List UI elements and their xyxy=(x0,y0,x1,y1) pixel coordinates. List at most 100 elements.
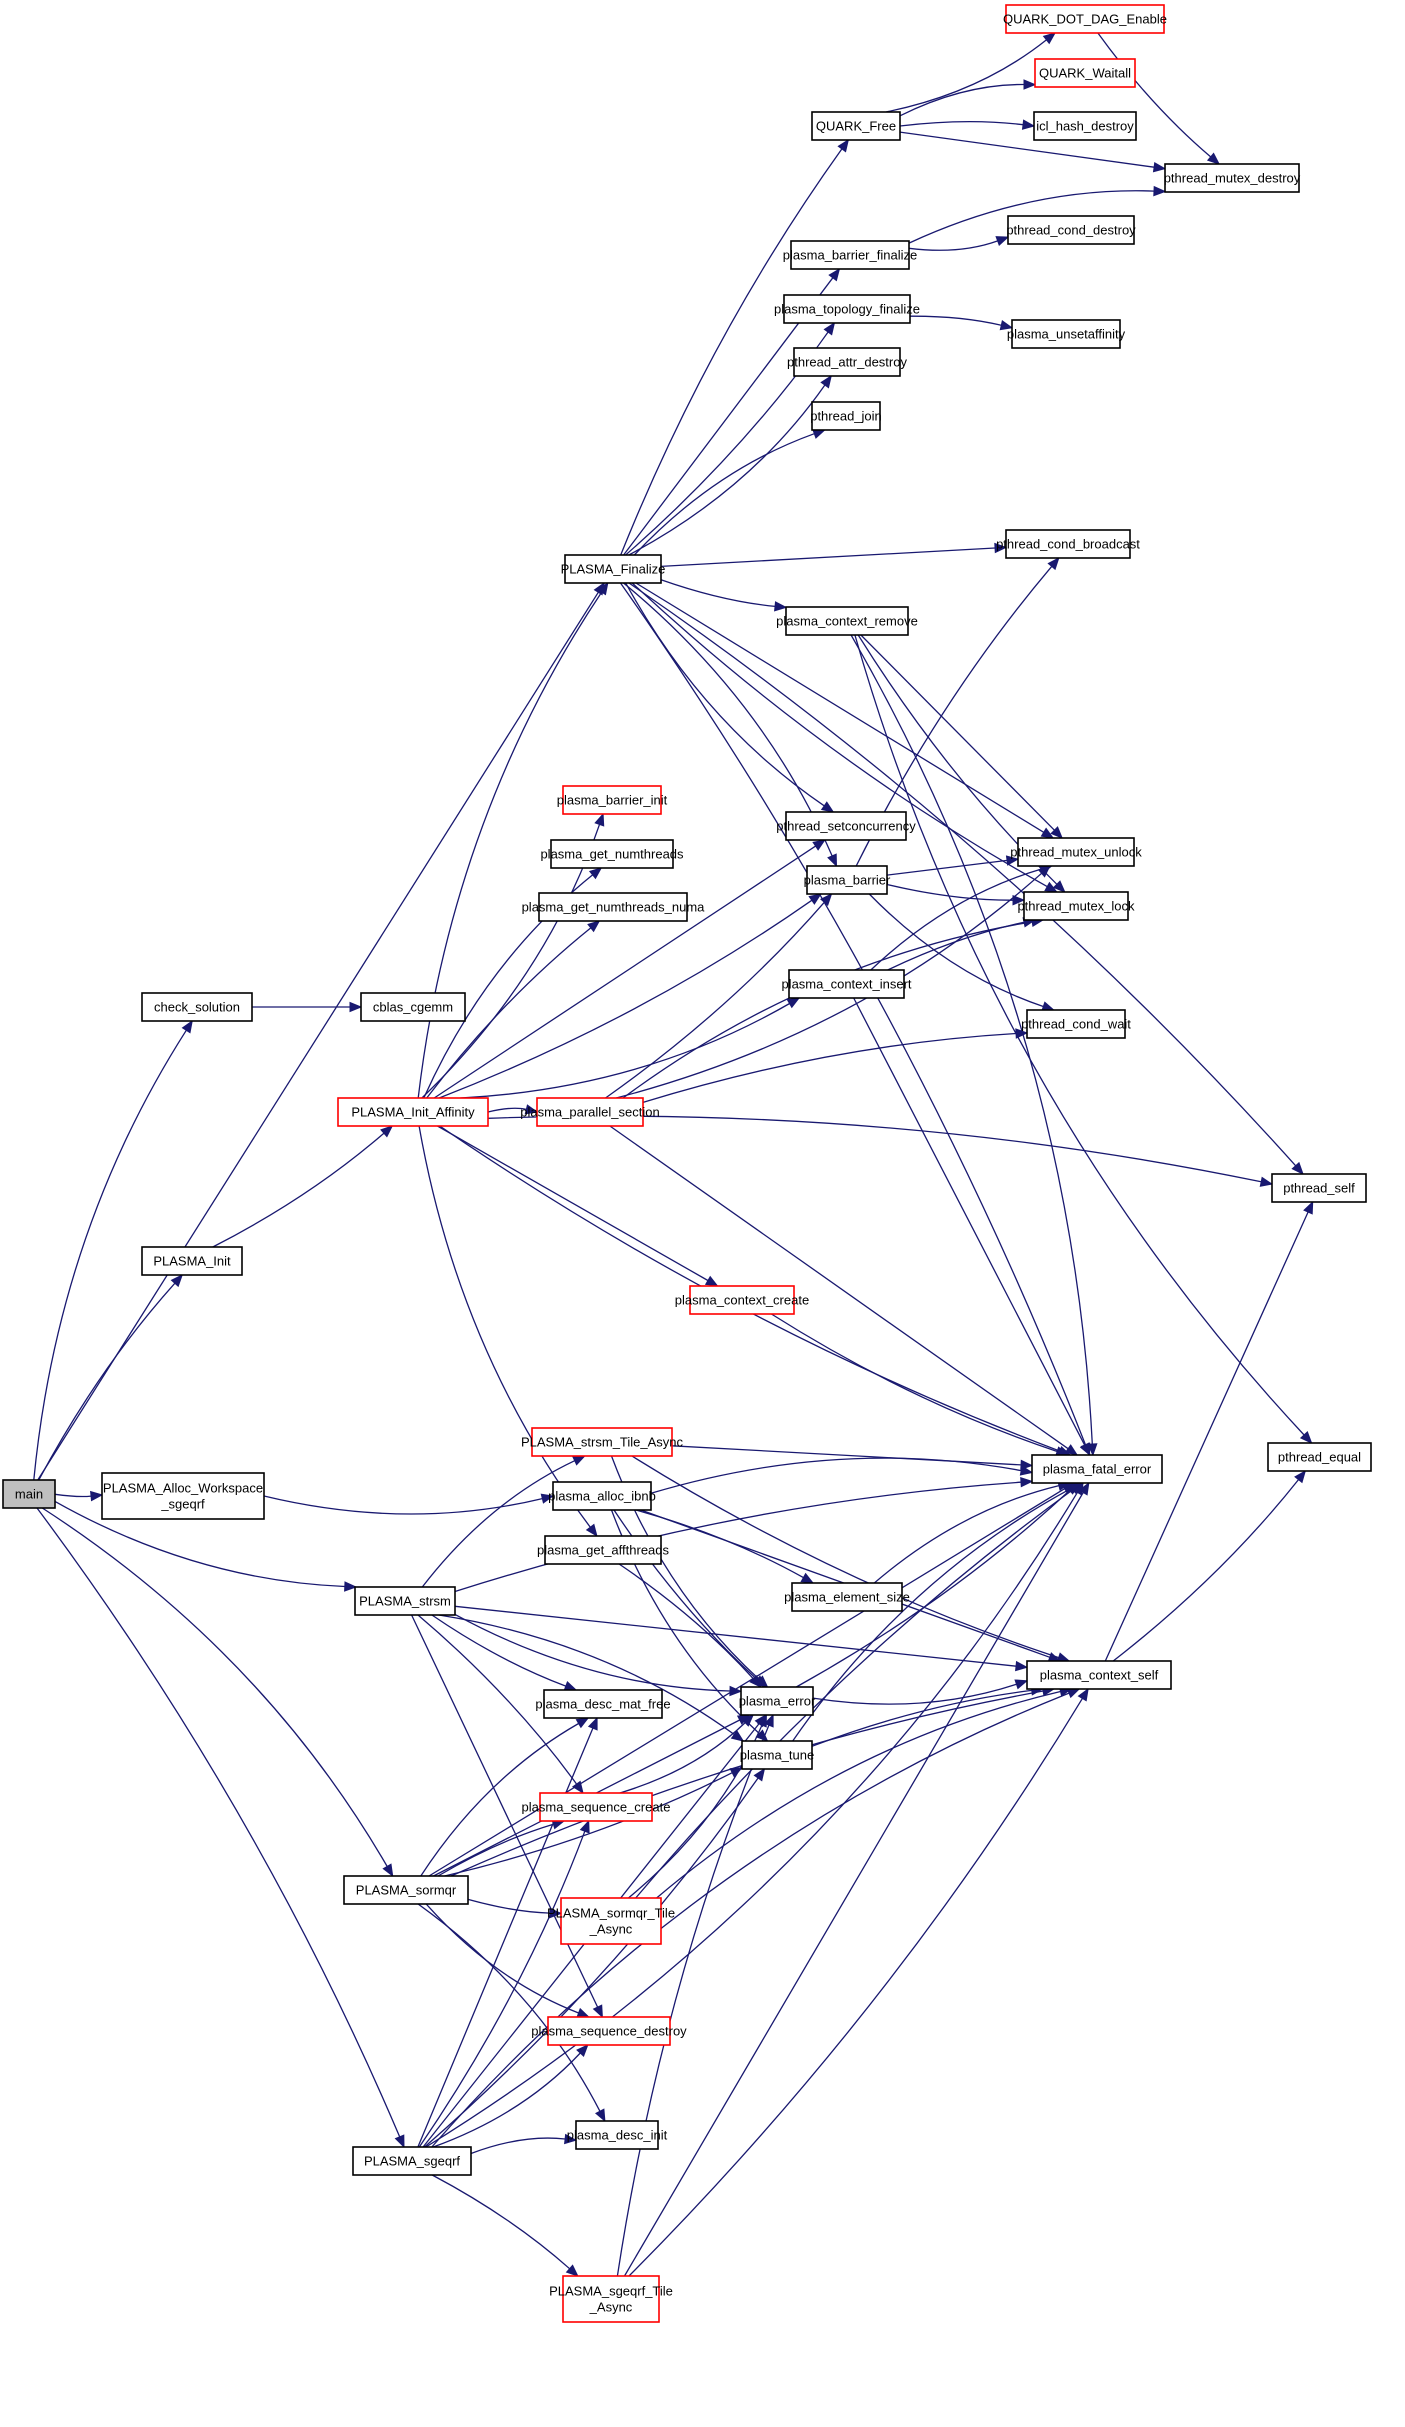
edge-main-to-PLASMA_Init xyxy=(38,1274,184,1481)
node-plasma_topology_finalize[interactable]: plasma_topology_finalize xyxy=(774,294,920,324)
edge-plasma_parallel_section-to-plasma_fatal_error xyxy=(609,1125,1079,1456)
node-plasma_desc_init[interactable]: plasma_desc_init xyxy=(567,2120,668,2150)
node-plasma_unsetaffinity[interactable]: plasma_unsetaffinity xyxy=(1007,319,1126,349)
node-plasma_barrier_finalize[interactable]: plasma_barrier_finalize xyxy=(783,240,917,270)
node-pthread_self[interactable]: pthread_self xyxy=(1271,1173,1367,1203)
node-QUARK_DOT_DAG_Enable[interactable]: QUARK_DOT_DAG_Enable xyxy=(1003,4,1167,34)
arrowhead-icon xyxy=(575,1717,590,1729)
edge-line xyxy=(854,634,1305,1436)
node-box xyxy=(791,1582,903,1612)
node-label: plasma_sequence_create xyxy=(522,1800,671,1815)
node-label: plasma_get_affthreads xyxy=(537,1543,670,1558)
arrowhead-icon xyxy=(820,893,833,907)
edge-main-to-PLASMA_Finalize xyxy=(37,581,605,1481)
edge-PLASMA_strsm-to-plasma_fatal_error xyxy=(454,1476,1034,1593)
node-PLASMA_Finalize[interactable]: PLASMA_Finalize xyxy=(561,554,666,584)
node-icl_hash_destroy[interactable]: icl_hash_destroy xyxy=(1033,111,1137,141)
node-PLASMA_sormqr[interactable]: PLASMA_sormqr xyxy=(343,1875,469,1905)
edge-line xyxy=(1097,32,1212,158)
node-QUARK_Waitall[interactable]: QUARK_Waitall xyxy=(1034,58,1136,88)
arrowhead-icon xyxy=(999,320,1014,331)
node-plasma_context_self[interactable]: plasma_context_self xyxy=(1026,1660,1172,1690)
node-PLASMA_Init_Affinity[interactable]: PLASMA_Init_Affinity xyxy=(337,1097,489,1127)
node-pthread_mutex_lock[interactable]: pthread_mutex_lock xyxy=(1017,891,1135,921)
node-label: plasma_get_numthreads xyxy=(540,847,684,862)
edge-PLASMA_Init_Affinity-to-plasma_barrier xyxy=(438,893,822,1099)
node-box xyxy=(793,347,901,377)
node-QUARK_Free[interactable]: QUARK_Free xyxy=(811,111,901,141)
node-plasma_tune[interactable]: plasma_tune xyxy=(740,1740,814,1770)
node-pthread_mutex_destroy[interactable]: pthread_mutex_destroy xyxy=(1164,163,1301,193)
node-label: plasma_get_numthreads_numa xyxy=(522,900,706,915)
arrowhead-icon xyxy=(823,321,836,336)
node-PLASMA_strsm[interactable]: PLASMA_strsm xyxy=(354,1586,456,1616)
node-plasma_alloc_ibnb[interactable]: plasma_alloc_ibnb xyxy=(548,1481,656,1511)
arrowhead-icon xyxy=(1299,1431,1313,1444)
edge-main-to-PLASMA_Alloc_Workspace_sgeqrf xyxy=(54,1490,104,1502)
node-label: PLASMA_sormqr xyxy=(356,1883,457,1898)
edge-plasma_barrier_finalize-to-pthread_cond_destroy xyxy=(908,236,1010,251)
node-plasma_get_affthreads[interactable]: plasma_get_affthreads xyxy=(537,1535,670,1565)
edge-check_solution-to-cblas_cgemm xyxy=(252,1001,363,1013)
node-plasma_barrier_init[interactable]: plasma_barrier_init xyxy=(557,785,668,815)
node-pthread_join[interactable]: pthread_join xyxy=(810,401,882,431)
arrowhead-icon xyxy=(753,1767,766,1782)
edge-line xyxy=(425,1903,579,2014)
node-plasma_sequence_destroy[interactable]: plasma_sequence_destroy xyxy=(531,2016,687,2046)
node-pthread_setconcurrency[interactable]: pthread_setconcurrency xyxy=(776,811,916,841)
node-plasma_element_size[interactable]: plasma_element_size xyxy=(784,1582,910,1612)
edge-line xyxy=(628,384,826,556)
edge-plasma_parallel_section-to-pthread_mutex_lock xyxy=(622,916,1045,1099)
node-PLASMA_sgeqrf[interactable]: PLASMA_sgeqrf xyxy=(352,2146,472,2176)
node-plasma_context_insert[interactable]: plasma_context_insert xyxy=(781,969,912,999)
node-pthread_equal[interactable]: pthread_equal xyxy=(1267,1442,1372,1472)
node-pthread_cond_broadcast[interactable]: pthread_cond_broadcast xyxy=(996,529,1140,559)
node-pthread_attr_destroy[interactable]: pthread_attr_destroy xyxy=(787,347,907,377)
node-PLASMA_sgeqrf_Tile_Async[interactable]: PLASMA_sgeqrf_Tile_Async xyxy=(549,2275,673,2323)
node-plasma_fatal_error[interactable]: plasma_fatal_error xyxy=(1031,1454,1163,1484)
node-pthread_mutex_unlock[interactable]: pthread_mutex_unlock xyxy=(1010,837,1142,867)
node-label: QUARK_DOT_DAG_Enable xyxy=(1003,12,1167,27)
edge-PLASMA_Finalize-to-plasma_context_remove xyxy=(660,579,788,612)
edge-line xyxy=(619,582,1087,1446)
node-check_solution[interactable]: check_solution xyxy=(141,992,253,1022)
node-plasma_get_numthreads_numa[interactable]: plasma_get_numthreads_numa xyxy=(522,892,706,922)
node-label: _Async xyxy=(589,2300,633,2315)
node-PLASMA_strsm_Tile_Async[interactable]: PLASMA_strsm_Tile_Async xyxy=(521,1427,684,1457)
edge-PLASMA_sgeqrf_Tile_Async-to-plasma_fatal_error xyxy=(623,1481,1090,2277)
node-box xyxy=(531,1427,673,1457)
node-plasma_sequence_create[interactable]: plasma_sequence_create xyxy=(522,1792,671,1822)
node-plasma_context_remove[interactable]: plasma_context_remove xyxy=(776,606,918,636)
edge-PLASMA_strsm-to-plasma_sequence_destroy xyxy=(411,1614,603,2019)
node-main[interactable]: main xyxy=(2,1479,56,1509)
node-PLASMA_Alloc_Workspace_sgeqrf[interactable]: PLASMA_Alloc_Workspace_sgeqrf xyxy=(101,1472,265,1520)
edge-PLASMA_strsm-to-plasma_desc_mat_free xyxy=(431,1614,578,1691)
node-box xyxy=(689,1285,795,1315)
node-cblas_cgemm[interactable]: cblas_cgemm xyxy=(360,992,466,1022)
arrowhead-icon xyxy=(394,2134,405,2149)
edge-plasma_parallel_section-to-plasma_barrier xyxy=(605,893,833,1099)
node-pthread_cond_destroy[interactable]: pthread_cond_destroy xyxy=(1006,215,1136,245)
edge-line xyxy=(899,121,1024,127)
node-box xyxy=(788,969,905,999)
node-plasma_desc_mat_free[interactable]: plasma_desc_mat_free xyxy=(535,1689,671,1719)
arrowhead-icon xyxy=(564,2133,578,2145)
node-plasma_get_numthreads[interactable]: plasma_get_numthreads xyxy=(540,839,684,869)
edge-line xyxy=(671,1445,1022,1466)
nodes-layer: main check_solution cblas_cgemmPLASMA_Init… xyxy=(2,4,1372,2323)
node-plasma_parallel_section[interactable]: plasma_parallel_section xyxy=(520,1097,660,1127)
node-PLASMA_sormqr_Tile_Async[interactable]: PLASMA_sormqr_Tile_Async xyxy=(547,1897,675,1945)
node-pthread_cond_wait[interactable]: pthread_cond_wait xyxy=(1021,1009,1131,1039)
node-PLASMA_Init[interactable]: PLASMA_Init xyxy=(141,1246,243,1276)
edge-PLASMA_strsm-to-plasma_context_self xyxy=(454,1605,1029,1672)
node-box xyxy=(552,1481,652,1511)
node-plasma_barrier[interactable]: plasma_barrier xyxy=(804,865,891,895)
node-plasma_context_create[interactable]: plasma_context_create xyxy=(675,1285,809,1315)
node-label: pthread_self xyxy=(1283,1181,1355,1196)
arrowhead-icon xyxy=(595,2108,606,2123)
node-plasma_error[interactable]: plasma_error xyxy=(739,1686,816,1716)
node-label: plasma_barrier_finalize xyxy=(783,248,917,263)
node-label: PLASMA_Init xyxy=(153,1254,231,1269)
arrowhead-icon xyxy=(1303,1200,1314,1215)
node-label: plasma_topology_finalize xyxy=(774,302,920,317)
